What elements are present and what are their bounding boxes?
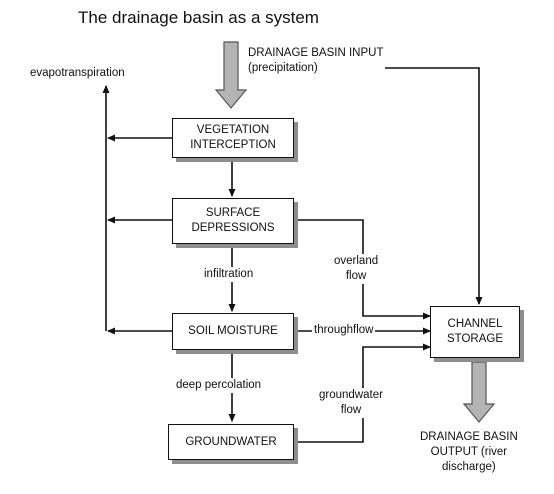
evapotranspiration-label: evapotranspiration [28, 66, 127, 81]
surface-box-line2: DEPRESSIONS [191, 222, 275, 234]
input-label-line1: DRAINAGE BASIN INPUT [248, 47, 384, 59]
vegetation-box-line1: VEGETATION [196, 124, 270, 136]
overland-flow-label: overland flow [332, 254, 381, 284]
soil-moisture-box: SOIL MOISTURE [172, 313, 294, 350]
groundwater-box: GROUNDWATER [168, 424, 294, 460]
groundwater-box-line1: GROUNDWATER [185, 435, 277, 448]
vegetation-interception-box: VEGETATION INTERCEPTION [172, 118, 294, 158]
channel-box-line1: CHANNEL [447, 318, 503, 330]
vegetation-box-line2: INTERCEPTION [190, 139, 276, 151]
surface-box-line1: SURFACE [205, 207, 261, 219]
output-label-line2: OUTPUT (river [430, 446, 508, 458]
input-big-arrow [214, 41, 248, 109]
overland-label-line1: overland [334, 255, 379, 267]
output-big-arrow [462, 361, 496, 423]
channel-box-line2: STORAGE [446, 333, 504, 345]
input-label-line2: (precipitation) [248, 62, 318, 74]
groundwater-flow-label: groundwater flow [317, 388, 385, 418]
precipitation-to-channel-arrow [352, 67, 483, 305]
output-label: DRAINAGE BASIN OUTPUT (river discharge) [418, 430, 520, 475]
overland-label-line2: flow [345, 270, 367, 282]
infiltration-label: infiltration [202, 267, 256, 282]
input-label: DRAINAGE BASIN INPUT (precipitation) [246, 46, 386, 76]
groundwater-flow-line2: flow [340, 404, 362, 416]
throughflow-label: throughflow [312, 323, 376, 338]
output-label-line3: discharge) [442, 461, 496, 473]
deep-percolation-label: deep percolation [174, 378, 264, 393]
groundwater-flow-line1: groundwater [319, 389, 383, 401]
soil-box-line1: SOIL MOISTURE [188, 325, 278, 337]
surface-depressions-box: SURFACE DEPRESSIONS [172, 198, 294, 244]
output-label-line1: DRAINAGE BASIN [420, 431, 518, 443]
diagram-title: The drainage basin as a system [78, 8, 319, 27]
channel-storage-box: CHANNEL STORAGE [430, 306, 520, 358]
